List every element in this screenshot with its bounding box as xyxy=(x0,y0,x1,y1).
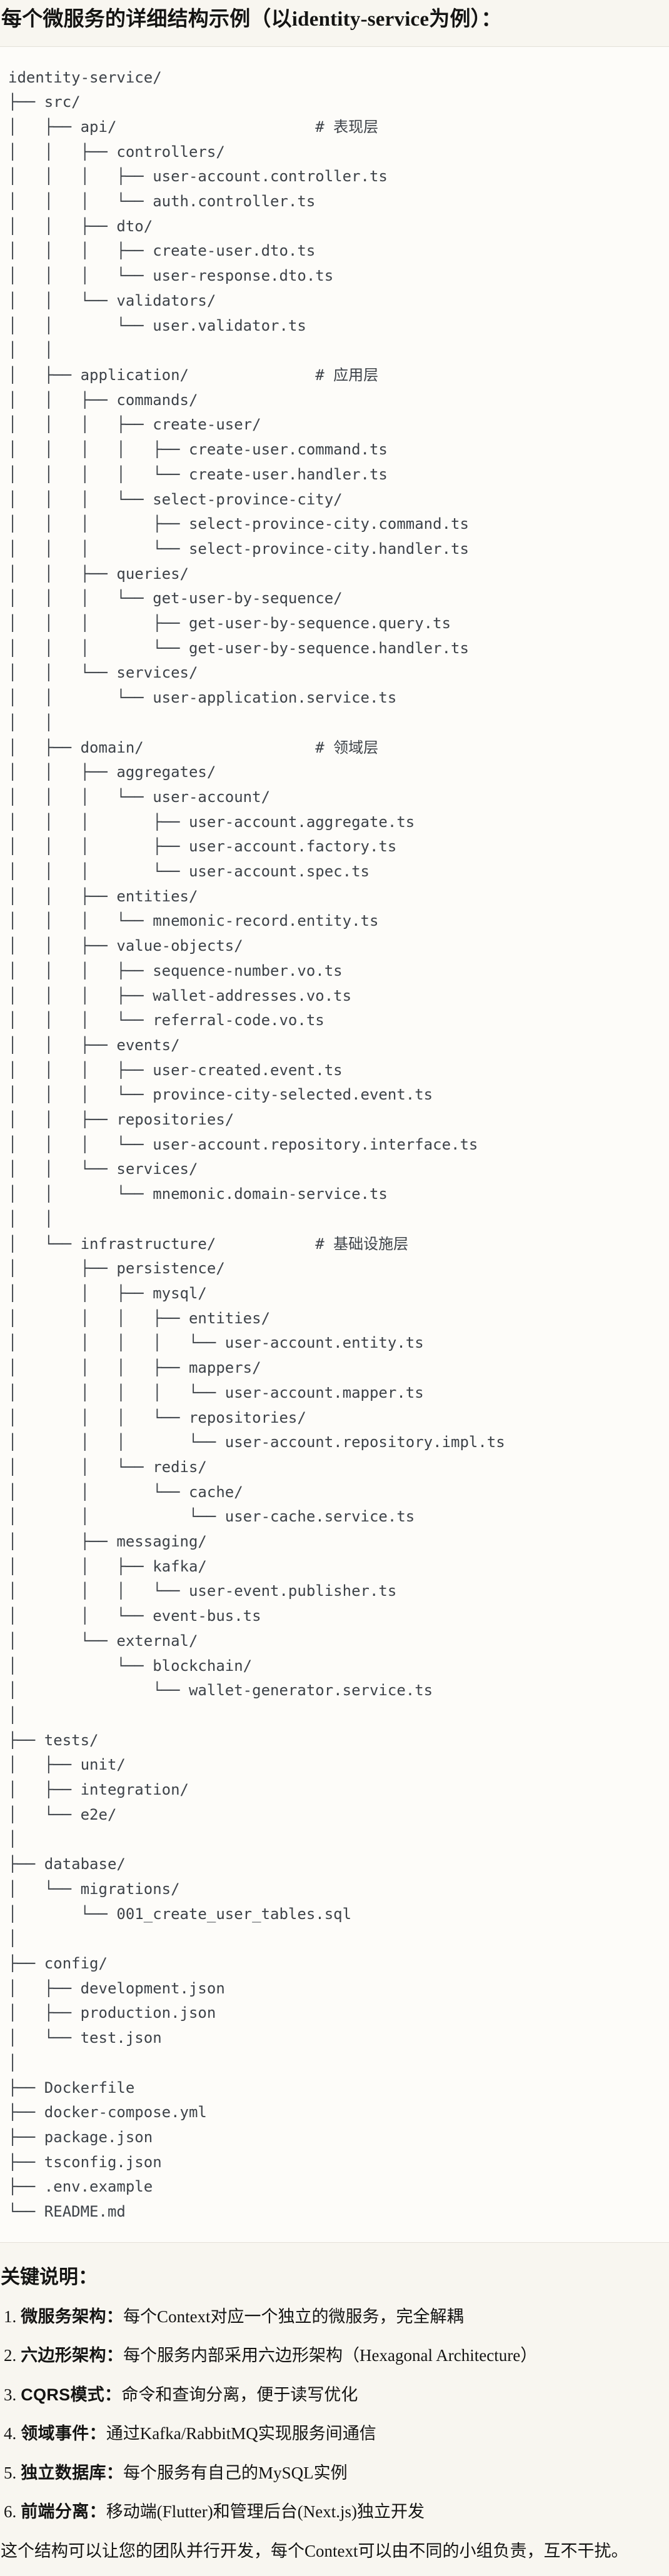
note-number: 3. xyxy=(4,2385,17,2404)
note-term: 领域事件： xyxy=(21,2424,106,2443)
note-item: 3.CQRS模式：命令和查询分离，便于读写优化 xyxy=(0,2383,669,2406)
note-number: 5. xyxy=(4,2463,17,2482)
note-desc: 移动端(Flutter)和管理后台(Next.js)独立开发 xyxy=(106,2502,425,2522)
note-desc: 每个服务有自己的MySQL实例 xyxy=(123,2463,348,2482)
note-desc: 命令和查询分离，便于读写优化 xyxy=(121,2385,358,2404)
note-number: 1. xyxy=(4,2307,17,2326)
note-desc: 通过Kafka/RabbitMQ实现服务间通信 xyxy=(106,2424,376,2443)
note-item: 6.前端分离：移动端(Flutter)和管理后台(Next.js)独立开发 xyxy=(0,2500,669,2523)
notes-footer: 这个结构可以让您的团队并行开发，每个Context可以由不同的小组负责，互不干扰… xyxy=(1,2541,628,2560)
note-term: 独立数据库： xyxy=(21,2463,124,2482)
note-number: 2. xyxy=(4,2346,17,2365)
directory-tree: identity-service/ ├── src/ │ ├── api/ # … xyxy=(8,68,505,2221)
note-term: 六边形架构： xyxy=(21,2346,124,2365)
notes-heading: 关键说明： xyxy=(1,2265,98,2288)
notes-section: 关键说明： 1.微服务架构：每个Context对应一个独立的微服务，完全解耦 2… xyxy=(0,2243,669,2576)
note-item: 4.领域事件：通过Kafka/RabbitMQ实现服务间通信 xyxy=(0,2422,669,2445)
page-title: 每个微服务的详细结构示例（以identity-service为例）： xyxy=(1,8,502,31)
note-number: 4. xyxy=(4,2424,17,2443)
note-term: 前端分离： xyxy=(21,2502,106,2522)
note-term: CQRS模式： xyxy=(21,2385,122,2404)
note-number: 6. xyxy=(4,2502,17,2522)
note-item: 5.独立数据库：每个服务有自己的MySQL实例 xyxy=(0,2462,669,2484)
note-term: 微服务架构： xyxy=(21,2307,124,2326)
note-desc: 每个服务内部采用六边形架构（Hexagonal Architecture） xyxy=(123,2346,538,2365)
note-desc: 每个Context对应一个独立的微服务，完全解耦 xyxy=(123,2307,464,2326)
code-block: identity-service/ ├── src/ │ ├── api/ # … xyxy=(0,46,669,2243)
note-item: 1.微服务架构：每个Context对应一个独立的微服务，完全解耦 xyxy=(0,2305,669,2328)
note-item: 2.六边形架构：每个服务内部采用六边形架构（Hexagonal Architec… xyxy=(0,2344,669,2367)
